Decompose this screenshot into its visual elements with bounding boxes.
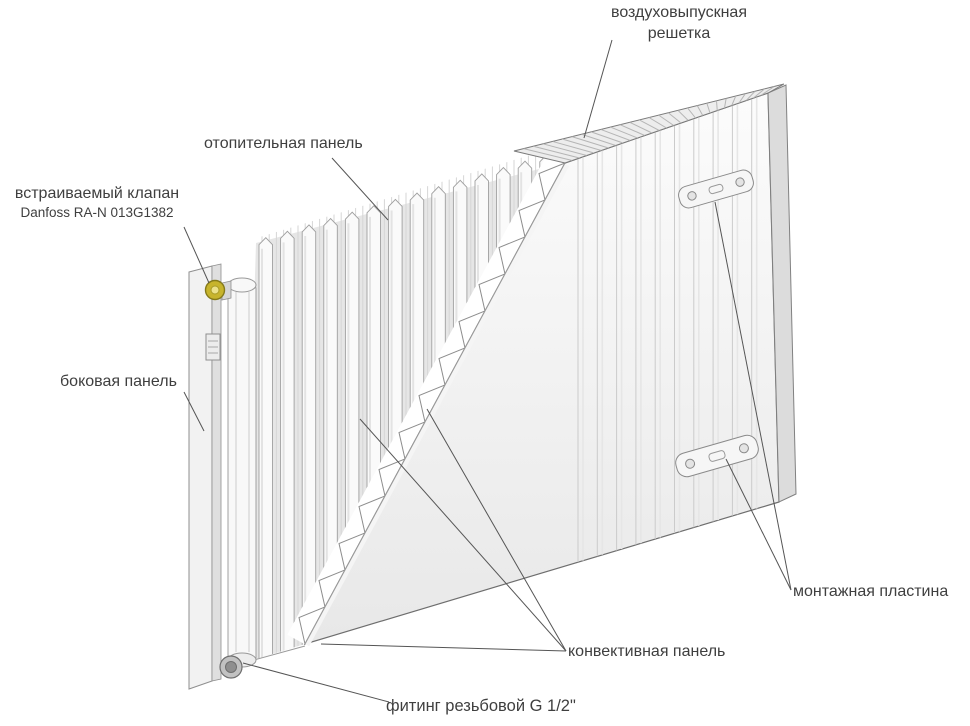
leader-convective-1 [359,418,567,652]
leader-convective-3 [320,643,567,652]
air-vent-grille [513,83,785,164]
leader-heating-panel [331,157,389,221]
label-mounting-plate: монтажная пластина [793,583,949,600]
riser-column [227,277,257,668]
leader-air-grille [583,39,613,139]
label-air-grille-line2: решетка [647,25,711,43]
label-heating-panel: отопительная панель [204,135,363,152]
bottom-fitting [219,655,243,679]
label-built-in-valve-name: встраиваемый клапан [14,185,180,202]
mounting-plate-upper [678,169,754,209]
built-in-valve [204,279,232,301]
leader-side-panel [183,391,205,432]
leader-built-in-valve [183,226,210,284]
label-air-grille-line1: воздуховыпускная [611,4,747,21]
right-side-edge [767,84,797,503]
label-threaded-fitting: фитинг резьбовой G 1/2" [386,697,576,715]
label-side-panel: боковая панель [60,373,177,390]
fin-cut-cross-section [287,153,567,646]
label-convective-panel: конвективная панель [568,643,726,660]
brand-tag [205,333,221,361]
label-built-in-valve: встраиваемый клапан Danfoss RA-N 013G138… [6,183,188,222]
leader-mounting-lower [725,458,792,591]
label-air-grille: воздуховыпускная решетка [604,2,754,44]
side-panel [188,263,222,690]
grille-slats [523,85,775,161]
front-heating-panel [303,92,780,647]
mounting-plate-lower [675,434,759,478]
leader-convective-2 [426,408,567,652]
label-built-in-valve-model: Danfoss RA-N 013G1382 [20,205,174,221]
leader-lines [183,39,792,703]
leader-fitting [242,662,390,703]
leader-mounting-upper [714,201,792,591]
